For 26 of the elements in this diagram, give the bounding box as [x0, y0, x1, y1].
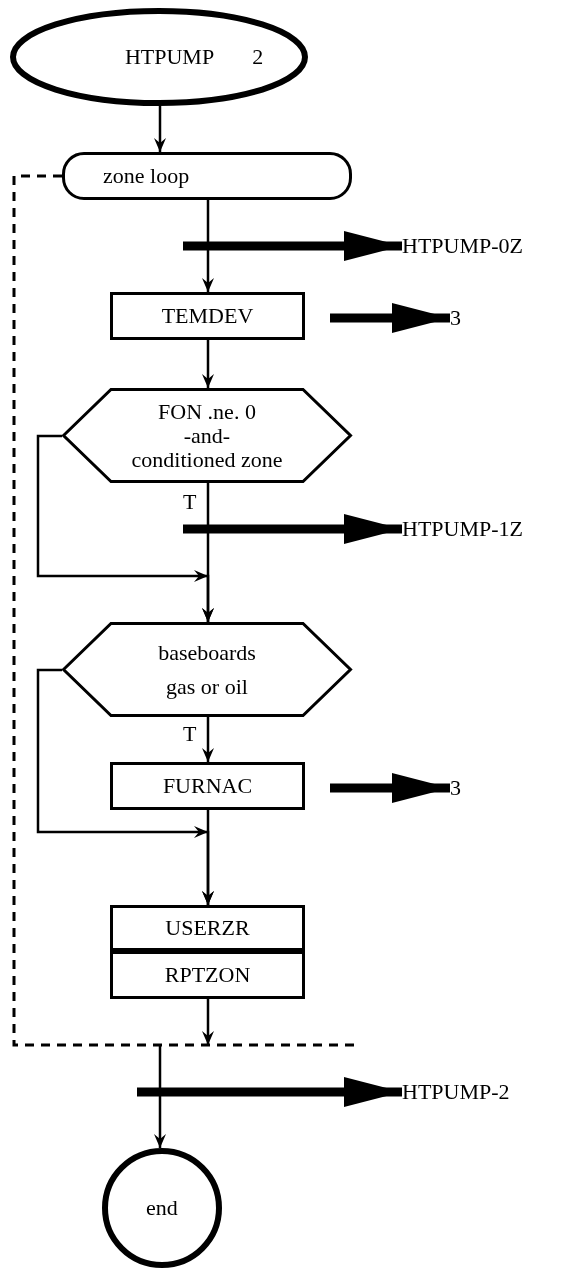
- node-text: HTPUMP-1Z: [402, 517, 523, 541]
- process-box: [110, 762, 305, 810]
- node-text: HTPUMP-2: [402, 1080, 510, 1104]
- end-circle: [102, 1148, 222, 1268]
- node-text: -and-: [183, 423, 231, 448]
- node-text: HTPUMP: [124, 45, 215, 69]
- node-text: 3: [450, 776, 461, 800]
- decision-hexagon: [62, 388, 352, 483]
- node-text: HTPUMP-0Z: [402, 234, 523, 258]
- process-box: [110, 292, 305, 340]
- decision-hexagon: [62, 622, 352, 717]
- node-text: USERZR: [165, 916, 250, 940]
- terminal-ellipse: [10, 8, 308, 106]
- node-text: FURNAC: [162, 774, 253, 798]
- node-text: TEMDEV: [161, 304, 254, 328]
- node-text: RPTZON: [164, 963, 251, 987]
- loop-box: [62, 152, 352, 200]
- node-text: 2: [252, 45, 264, 69]
- node-text: zone loop: [103, 164, 190, 188]
- process-box: [110, 905, 305, 951]
- node-text: end: [146, 1196, 178, 1220]
- process-box: [110, 951, 305, 999]
- node-text: 3: [450, 306, 461, 330]
- node-text: baseboards gas or oil: [157, 638, 257, 701]
- node-text: conditioned zone: [131, 447, 283, 472]
- node-text: FON .ne. 0: [158, 399, 256, 424]
